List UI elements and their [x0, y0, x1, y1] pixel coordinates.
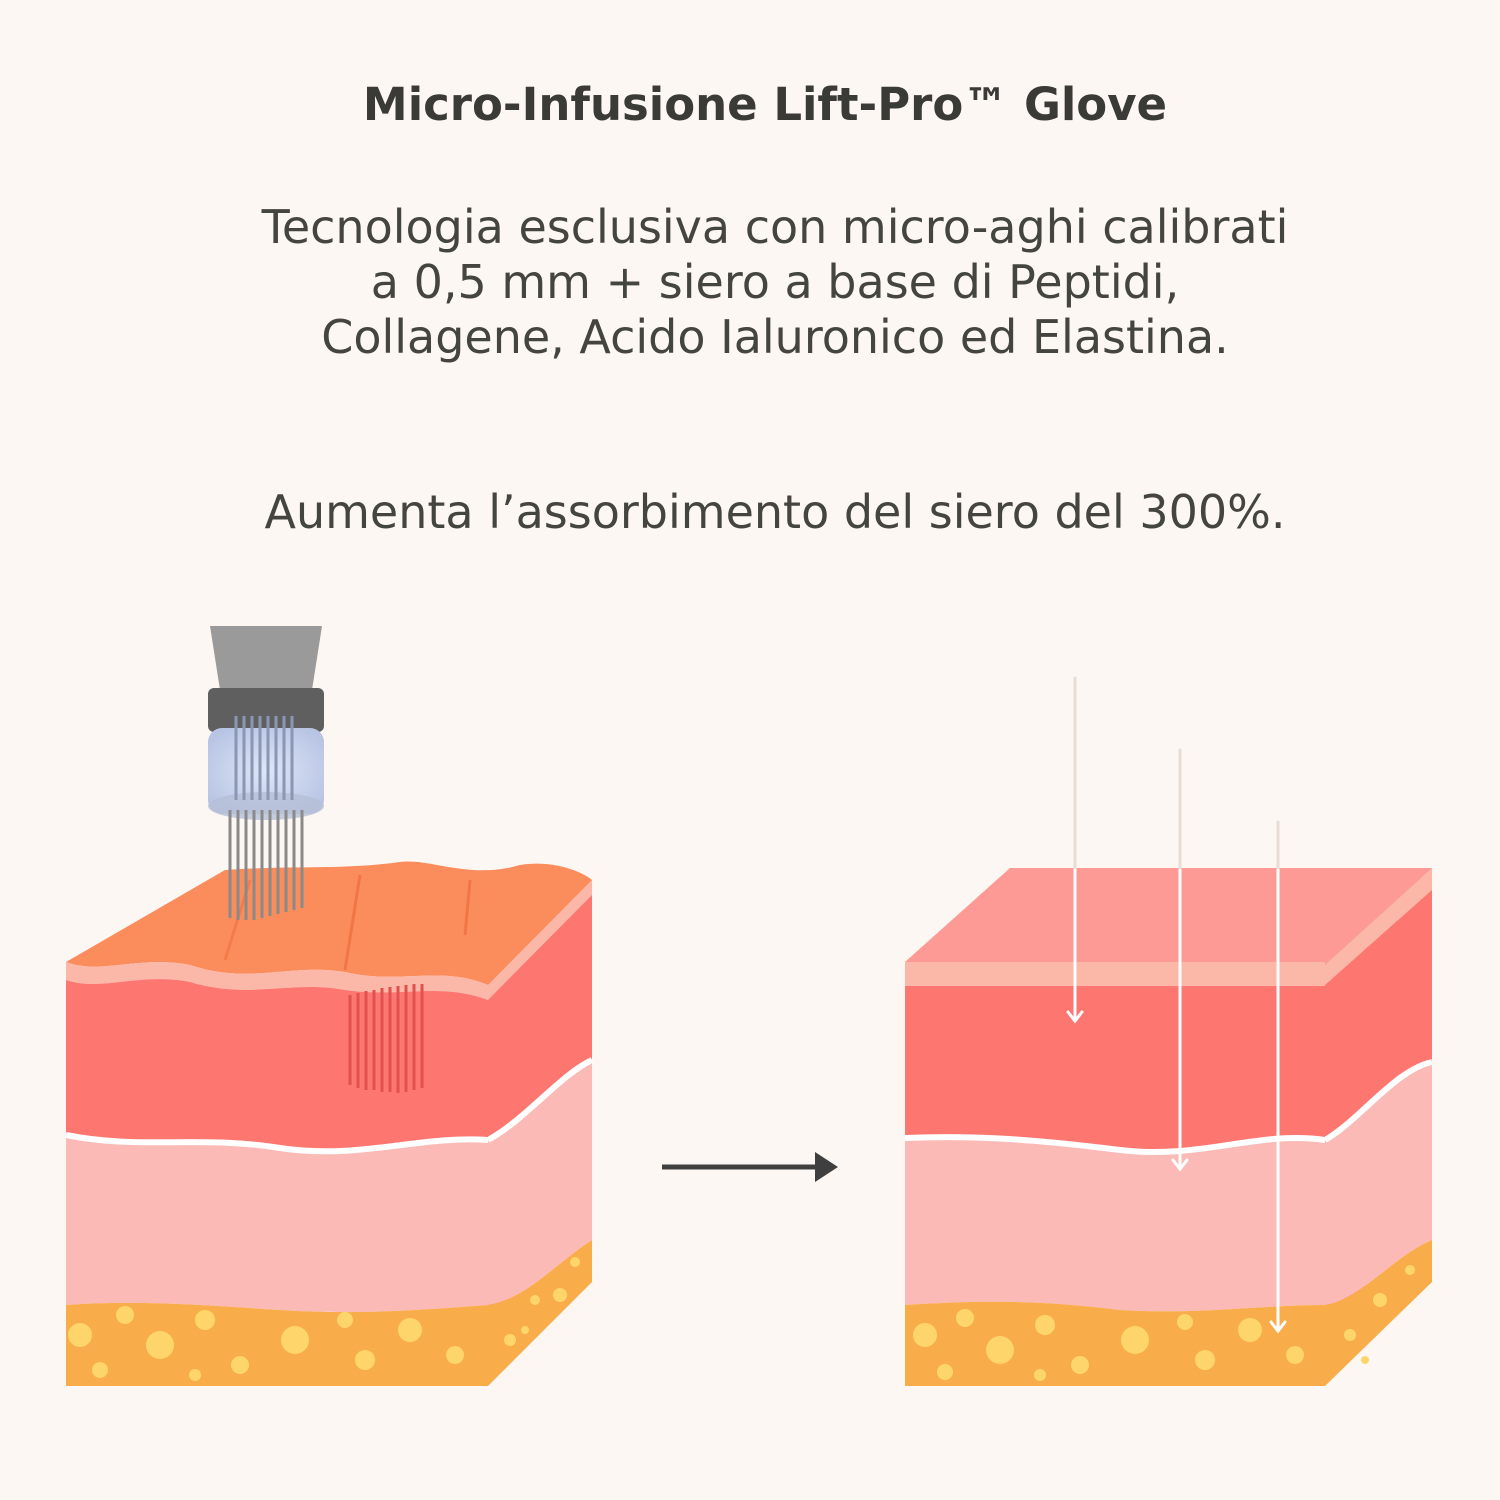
skin-block-after-top-face: [905, 868, 1432, 965]
absorption-arrows: [1066, 676, 1287, 1334]
skin-block-before-top-face: [66, 861, 592, 985]
microneedle-device: [208, 626, 324, 920]
skin-block-after-front-face: [904, 962, 1326, 1386]
skin-block-after-side-face: [1323, 868, 1433, 1386]
skin-block-before: [65, 626, 594, 1386]
skin-block-after: [904, 676, 1433, 1386]
skin-block-before-front-face: [65, 880, 592, 1386]
arrow-right-icon: [662, 1152, 838, 1182]
description-paragraph-1: Tecnologia esclusiva con micro-aghi cali…: [261, 200, 1289, 364]
description-paragraph-2: Aumenta l’assorbimento del siero del 300…: [264, 485, 1286, 539]
page-title: Micro-Infusione Lift-Pro™ Glove: [362, 78, 1168, 131]
skin-block-before-side-face: [486, 880, 594, 1386]
